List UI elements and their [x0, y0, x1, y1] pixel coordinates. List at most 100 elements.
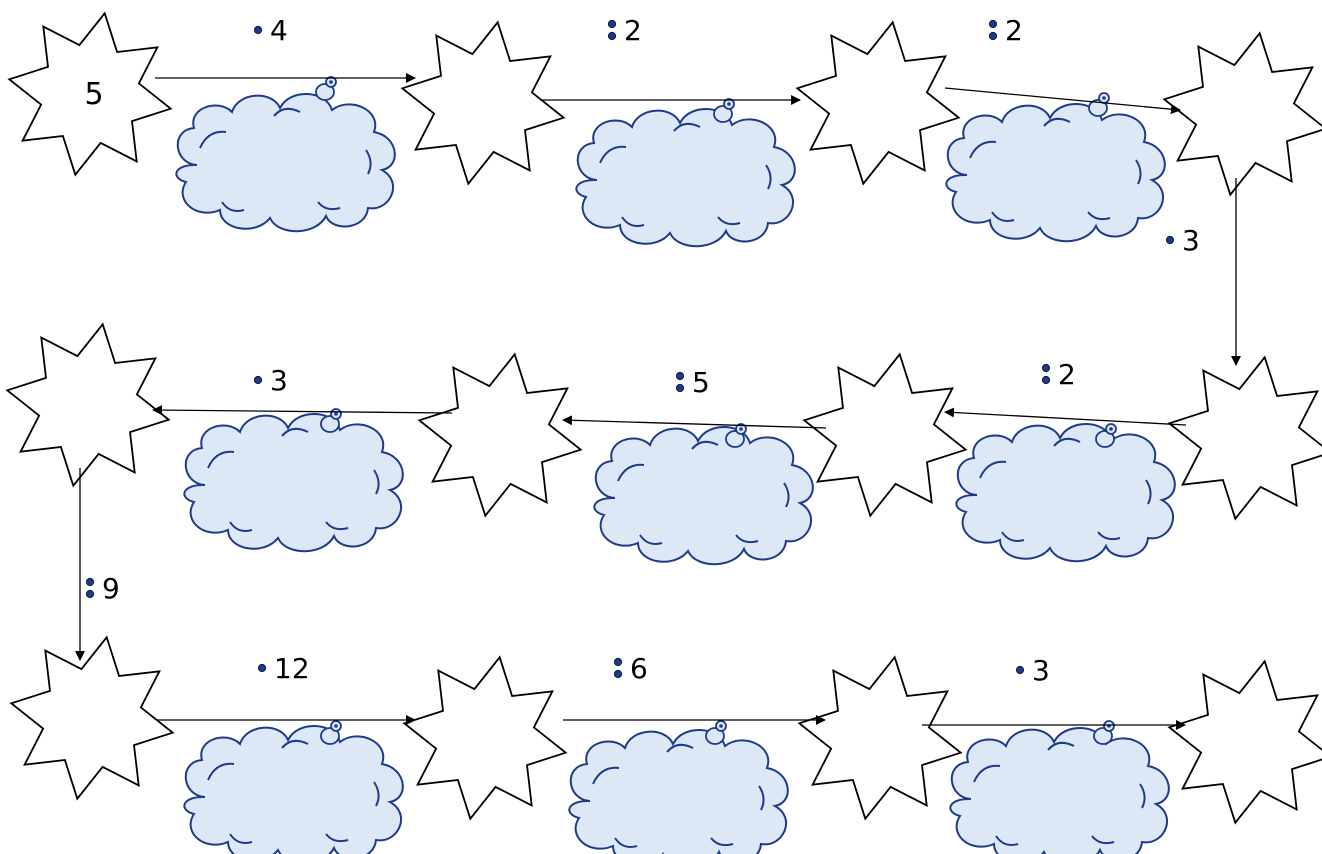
operation-label: 3 [1165, 224, 1200, 257]
snail-icon [320, 408, 342, 433]
cloud-detail [325, 833, 349, 843]
snail-eye [334, 724, 338, 728]
cloud-shape [175, 93, 396, 233]
operation-label: 3 [253, 364, 288, 397]
cloud-detail [1135, 159, 1142, 185]
snail-shell [320, 415, 340, 433]
operand-number: 4 [270, 14, 288, 47]
snail-eye [1109, 427, 1113, 431]
cloud-detail [717, 216, 741, 226]
operand-number: 2 [1058, 358, 1076, 391]
cloud-detail [673, 122, 701, 132]
snail-icon [315, 76, 337, 101]
cloud-detail [765, 164, 772, 190]
operation-label: 4 [253, 14, 288, 47]
divide-colon-icon [613, 657, 623, 679]
operation-label: 2 [1041, 358, 1076, 391]
step-arrow [562, 415, 827, 429]
operand-number: 2 [624, 14, 642, 47]
cloud-detail [979, 460, 1007, 479]
cloud-detail [614, 837, 638, 848]
operand-number: 5 [692, 366, 710, 399]
cloud-body [575, 108, 796, 248]
clouds-layer [175, 76, 1176, 854]
cloud-body [945, 103, 1166, 243]
stars-layer [5, 11, 1322, 825]
cloud-body [568, 729, 789, 854]
cloud-detail [1047, 741, 1075, 751]
cloud-detail [199, 130, 227, 149]
operation-label: 5 [675, 366, 710, 399]
cloud-detail [710, 837, 734, 847]
cloud-detail [1053, 437, 1081, 447]
cloud-detail [995, 835, 1019, 846]
star-answer-box [5, 322, 171, 488]
snail-eye [334, 412, 338, 416]
star-answer-box [797, 655, 963, 821]
cloud-detail [221, 201, 245, 212]
cloud-detail [991, 211, 1015, 222]
snail-icon [1093, 720, 1115, 745]
cloud-detail [207, 450, 235, 469]
cloud-detail [758, 785, 765, 811]
cloud-detail [229, 521, 253, 532]
cloud-detail [666, 743, 694, 753]
cloud-shape [593, 426, 814, 566]
cloud-detail [325, 521, 349, 531]
cloud-shape [568, 729, 789, 854]
snail-eye [329, 80, 333, 84]
cloud-body [955, 423, 1176, 563]
multiply-dot-icon [257, 663, 267, 673]
multiply-dot-icon [253, 25, 263, 35]
operand-number: 2 [1005, 14, 1023, 47]
multiply-dot-icon [1015, 665, 1025, 675]
cloud-detail [1145, 479, 1152, 505]
snail-icon [320, 720, 342, 745]
star-answer-box [9, 635, 175, 801]
operation-label: 2 [607, 14, 642, 47]
cloud-detail [783, 482, 790, 508]
cloud-detail [592, 766, 620, 785]
snail-shell [315, 83, 335, 101]
cloud-detail [273, 107, 301, 117]
star-answer-box [402, 655, 568, 821]
cloud-shape [183, 725, 404, 854]
operation-label: 3 [1015, 654, 1050, 687]
snail-shell [705, 727, 725, 745]
cloud-detail [281, 739, 309, 749]
snail-shell [320, 727, 340, 745]
cloud-shape [955, 423, 1176, 563]
snail-shell [725, 430, 745, 448]
star-answer-box [795, 20, 961, 186]
snail-eye [727, 102, 731, 106]
cloud-detail [621, 216, 645, 227]
cloud-detail [969, 140, 997, 159]
cloud-detail [691, 440, 719, 450]
cloud-detail [617, 463, 645, 482]
step-arrow [944, 87, 1181, 115]
operation-label: 2 [988, 14, 1023, 47]
cloud-body [183, 413, 404, 553]
step-arrow [944, 407, 1187, 426]
cloud-detail [281, 427, 309, 437]
snail-icon [1095, 423, 1117, 448]
operand-number: 3 [1182, 224, 1200, 257]
cloud-body [949, 727, 1170, 854]
cloud-detail [599, 145, 627, 164]
operation-label: 12 [257, 652, 310, 685]
cloud-detail [1001, 531, 1025, 542]
snail-eye [739, 427, 743, 431]
snail-eye [1102, 96, 1106, 100]
cloud-shape [945, 103, 1166, 243]
cloud-detail [735, 534, 759, 544]
multiply-dot-icon [1165, 235, 1175, 245]
arrows-layer [75, 73, 1241, 730]
star-answer-box [1167, 659, 1322, 825]
cloud-body [175, 93, 396, 233]
divide-colon-icon [85, 577, 95, 599]
operand-number: 3 [270, 364, 288, 397]
step-arrow [152, 405, 453, 416]
star-answer-box [802, 352, 968, 518]
snail-shell [713, 105, 733, 123]
